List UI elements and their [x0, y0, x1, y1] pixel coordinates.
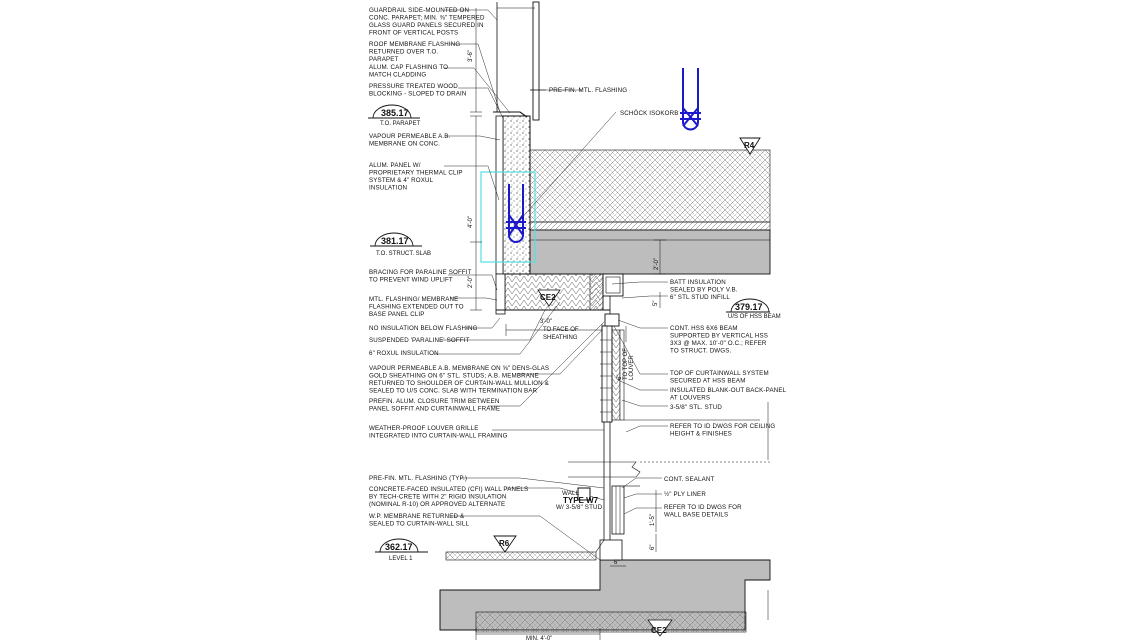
note-cfi-panels: CONCRETE-FACED INSULATED (CFI) WALL PANE… — [369, 486, 528, 508]
note-paraline-soffit: SUSPENDED 'PARALINE' SOFFIT — [369, 337, 470, 344]
dim-base-height: 1'-5" — [650, 514, 656, 526]
elevation-label: U/S OF HSS BEAM — [728, 314, 781, 320]
detail-tag-r4: R4 — [739, 137, 761, 155]
detail-tag-text: R6 — [499, 539, 510, 548]
elevation-label: LEVEL 1 — [389, 556, 413, 562]
note-cont-sealant: CONT. SEALANT — [664, 476, 714, 483]
dim-top-of-louver: 6"TO TOP OFLOUVER — [617, 348, 635, 380]
note-vapour-membrane: VAPOUR PERMEABLE A.B.MEMBRANE ON CONC. — [369, 133, 451, 148]
detail-tag-text: CE2 — [540, 293, 556, 302]
leader-lines-right — [519, 89, 668, 515]
note-vapour-sheathing: VAPOUR PERMEABLE A.B. MEMBRANE ON ⅝" DEN… — [369, 365, 550, 395]
elevation-marker-hss-beam: 379.17 U/S OF HSS BEAM — [726, 298, 781, 320]
note-roxul: 6" ROXUL INSULATION — [369, 350, 439, 357]
elevation-label: T.O. STRUCT. SLAB — [376, 251, 431, 257]
note-prefin-flashing: PRE-FIN. MTL. FLASHING (TYP.) — [369, 475, 467, 482]
detail-tag-text: CE2 — [651, 626, 667, 635]
notes-right: PRE-FIN. MTL. FLASHING SCHÖCK ISOKORB BA… — [549, 87, 787, 519]
note-schock-isokorb: SCHÖCK ISOKORB — [620, 110, 679, 117]
elevation-marker-parapet: 385.17 T.O. PARAPET — [368, 104, 421, 127]
detail-tag-r6: R6 — [493, 535, 517, 553]
dim-parapet-height: 4'-0" — [468, 216, 474, 228]
note-stl-stud: 3-5/8" STL. STUD — [670, 404, 722, 411]
elevation-label: T.O. PARAPET — [380, 121, 421, 127]
elevation-marker-level-1: 362.17 LEVEL 1 — [375, 538, 428, 562]
dim-slab-to-beam: 2'-0" — [654, 258, 660, 270]
note-wp-membrane: W.P. MEMBRANE RETURNED &SEALED TO CURTAI… — [369, 513, 470, 528]
dimension-lines — [470, 8, 666, 640]
dim-curb: 6" — [614, 560, 619, 566]
roof-deck-assembly — [504, 149, 771, 275]
note-prefin-mtl-flashing: PRE-FIN. MTL. FLASHING — [549, 87, 627, 94]
guardrail-post — [496, 2, 535, 112]
elevation-marker-struct-slab: 381.17 T.O. STRUCT. SLAB — [370, 232, 431, 257]
elevation-value: 362.17 — [385, 542, 413, 552]
soffit-and-beam — [495, 273, 624, 327]
isokorb-highlight-box — [480, 171, 536, 263]
detail-tag-text: R4 — [744, 141, 755, 150]
curtain-wall — [568, 325, 770, 540]
detail-tag-ce2-upper: CE2 — [537, 289, 561, 307]
dim-parapet-top: 3'-6" — [468, 50, 474, 62]
wall-type-name: TYPE W7 — [563, 496, 599, 505]
foundation-and-grade — [439, 539, 771, 633]
wall-type-label: WALL — [562, 490, 580, 497]
note-ply-liner: ½" PLY LINER — [664, 491, 706, 498]
note-stud-infill: 6" STL STUD INFILL — [670, 294, 730, 301]
dim-footing-width: MIN. 4'-0" — [526, 636, 552, 642]
elevation-value: 385.17 — [381, 108, 409, 118]
elevation-value: 379.17 — [735, 302, 763, 312]
wall-type-sub: W/ 3-5/8" STUD — [556, 504, 603, 511]
isokorb-symbol-in-wall — [506, 184, 526, 243]
note-no-insulation: NO INSULATION BELOW FLASHING — [369, 325, 478, 332]
dim-sill-offset: 6" — [650, 545, 656, 550]
isokorb-legend-symbol — [680, 68, 701, 131]
wall-type-tag: WALL TYPE W7 W/ 3-5/8" STUD — [556, 487, 603, 511]
elevation-value: 381.17 — [381, 236, 409, 246]
dim-soffit-drop: 2'-0" — [468, 276, 474, 288]
dim-beam-gap: 5" — [653, 301, 659, 306]
detail-tag-ce2-lower: CE2 — [647, 619, 673, 637]
